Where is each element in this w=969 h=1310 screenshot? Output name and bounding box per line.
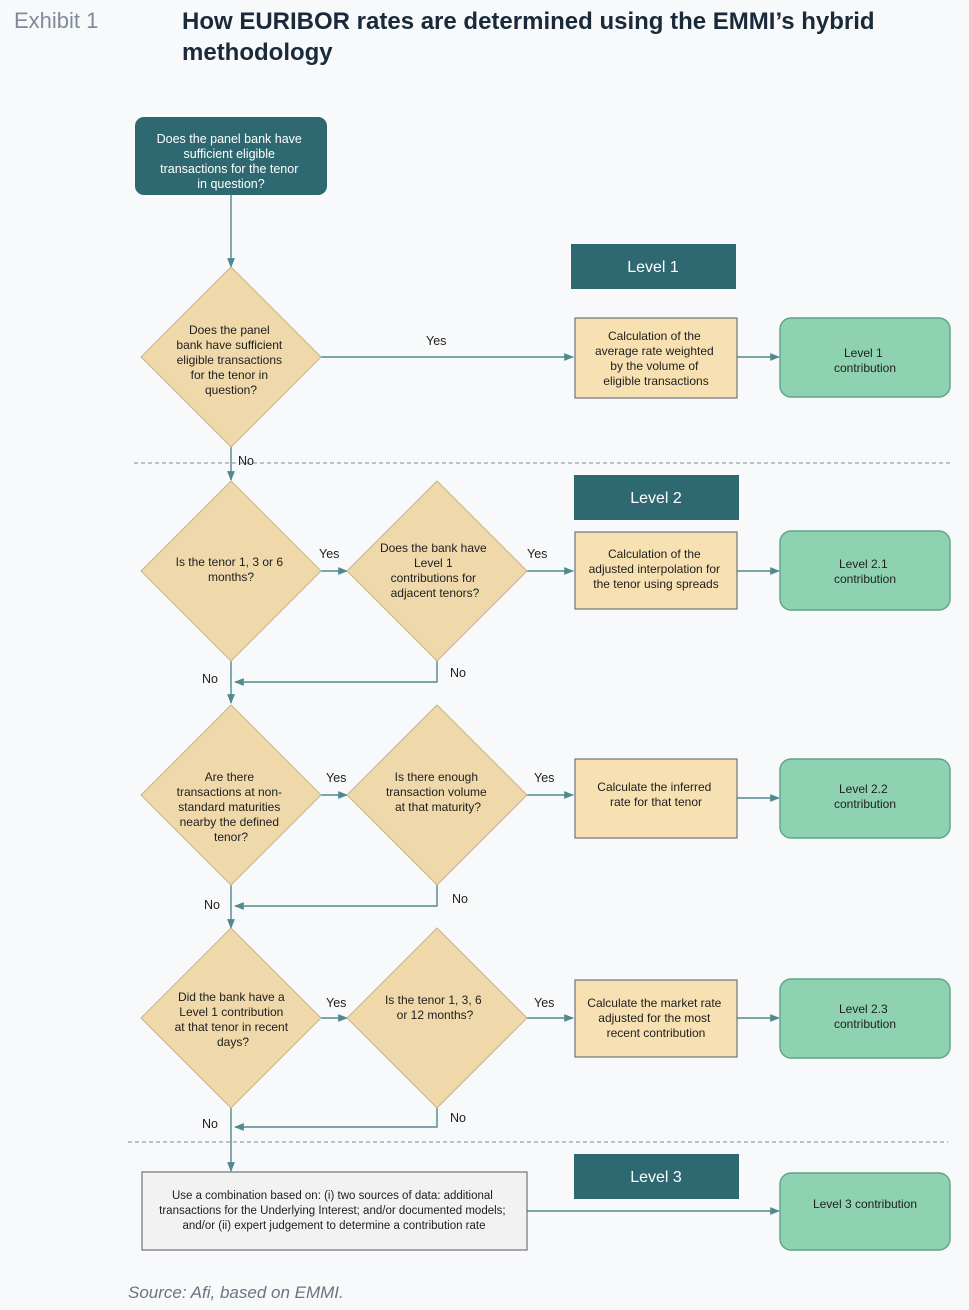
calc-text: Calculate the market rate adjusted for t…	[587, 996, 724, 1040]
calc-text: Use a combination based on: (i) two sour…	[159, 1190, 509, 1232]
no-label: No	[204, 898, 220, 912]
contribution-level21	[779, 530, 951, 611]
calc-text: Calculation of the adjusted interpolatio…	[589, 547, 724, 591]
no-label: No	[238, 454, 254, 468]
calc-text: Calculation of the average rate weighted…	[595, 329, 717, 388]
diamond-recent-contribution	[140, 927, 322, 1109]
contribution-text: Level 1 contribution	[834, 346, 896, 375]
diamond-text: Are there transactions at non- standard …	[177, 770, 286, 844]
contribution-level23	[779, 978, 951, 1059]
connectors	[227, 195, 780, 1215]
start-line: in question?	[197, 177, 264, 191]
calc-text: Calculate the inferred rate for that ten…	[597, 780, 714, 809]
yes-label: Yes	[319, 547, 339, 561]
diamond-sufficient-transactions	[140, 266, 322, 448]
yes-label: Yes	[534, 996, 554, 1010]
diamond-enough-volume	[346, 704, 528, 886]
level1-label: Level 1	[627, 259, 679, 276]
start-line: sufficient eligible	[184, 147, 276, 161]
diamond-text: Is there enough transaction volume at th…	[386, 770, 490, 814]
diamond-non-standard-maturities	[140, 704, 322, 886]
no-label: No	[202, 672, 218, 686]
no-label: No	[450, 666, 466, 680]
no-label: No	[202, 1117, 218, 1131]
start-line: transactions for the tenor	[160, 162, 298, 176]
diamond-adjacent-tenors	[346, 480, 528, 662]
yes-label: Yes	[534, 771, 554, 785]
source-note: Source: Afi, based on EMMI.	[128, 1283, 344, 1302]
calc-box-level1	[574, 317, 738, 399]
no-label: No	[452, 892, 468, 906]
calc-box-level3	[141, 1171, 528, 1251]
contribution-text: Level 3 contribution	[813, 1197, 917, 1211]
contribution-text: Level 2.2 contribution	[834, 782, 896, 811]
calc-box-level23	[574, 979, 738, 1058]
level3-label: Level 3	[630, 1169, 682, 1186]
yes-label: Yes	[326, 996, 346, 1010]
svg-text:Does the panel bank have s: Does the panel bank have sufficient elig…	[157, 132, 306, 191]
diamond-text: Is the tenor 1, 3 or 6 months?	[176, 555, 287, 584]
yes-label: Yes	[426, 334, 446, 348]
level2-label: Level 2	[630, 490, 682, 507]
page-title: How EURIBOR rates are determined using t…	[182, 8, 875, 66]
level3-header	[574, 1154, 739, 1199]
contribution-level1	[779, 317, 951, 398]
diamond-text: Does the panel bank have sufficient elig…	[176, 323, 285, 397]
start-line: Does the panel bank have	[157, 132, 302, 146]
diamond-text: Is the tenor 1, 3, 6 or 12 months?	[385, 993, 485, 1022]
calc-box-level21	[574, 531, 738, 610]
start-question-box	[135, 117, 327, 195]
calc-box-level22	[574, 758, 738, 839]
contribution-level22	[779, 758, 951, 839]
diamond-text: Does the bank have Level 1 contributions…	[380, 541, 490, 600]
level2-header	[574, 475, 739, 520]
diamond-text: Did the bank have a Level 1 contribution…	[175, 990, 292, 1049]
yes-label: Yes	[527, 547, 547, 561]
contribution-level3	[779, 1172, 951, 1251]
diamond-tenor-13612	[346, 927, 528, 1109]
contribution-text: Level 2.1 contribution	[834, 557, 896, 586]
no-label: No	[450, 1111, 466, 1125]
yes-label: Yes	[326, 771, 346, 785]
level1-header	[571, 244, 736, 289]
exhibit-label: Exhibit 1	[14, 8, 99, 33]
contribution-text: Level 2.3 contribution	[834, 1002, 896, 1031]
diamond-tenor-136	[140, 480, 322, 662]
